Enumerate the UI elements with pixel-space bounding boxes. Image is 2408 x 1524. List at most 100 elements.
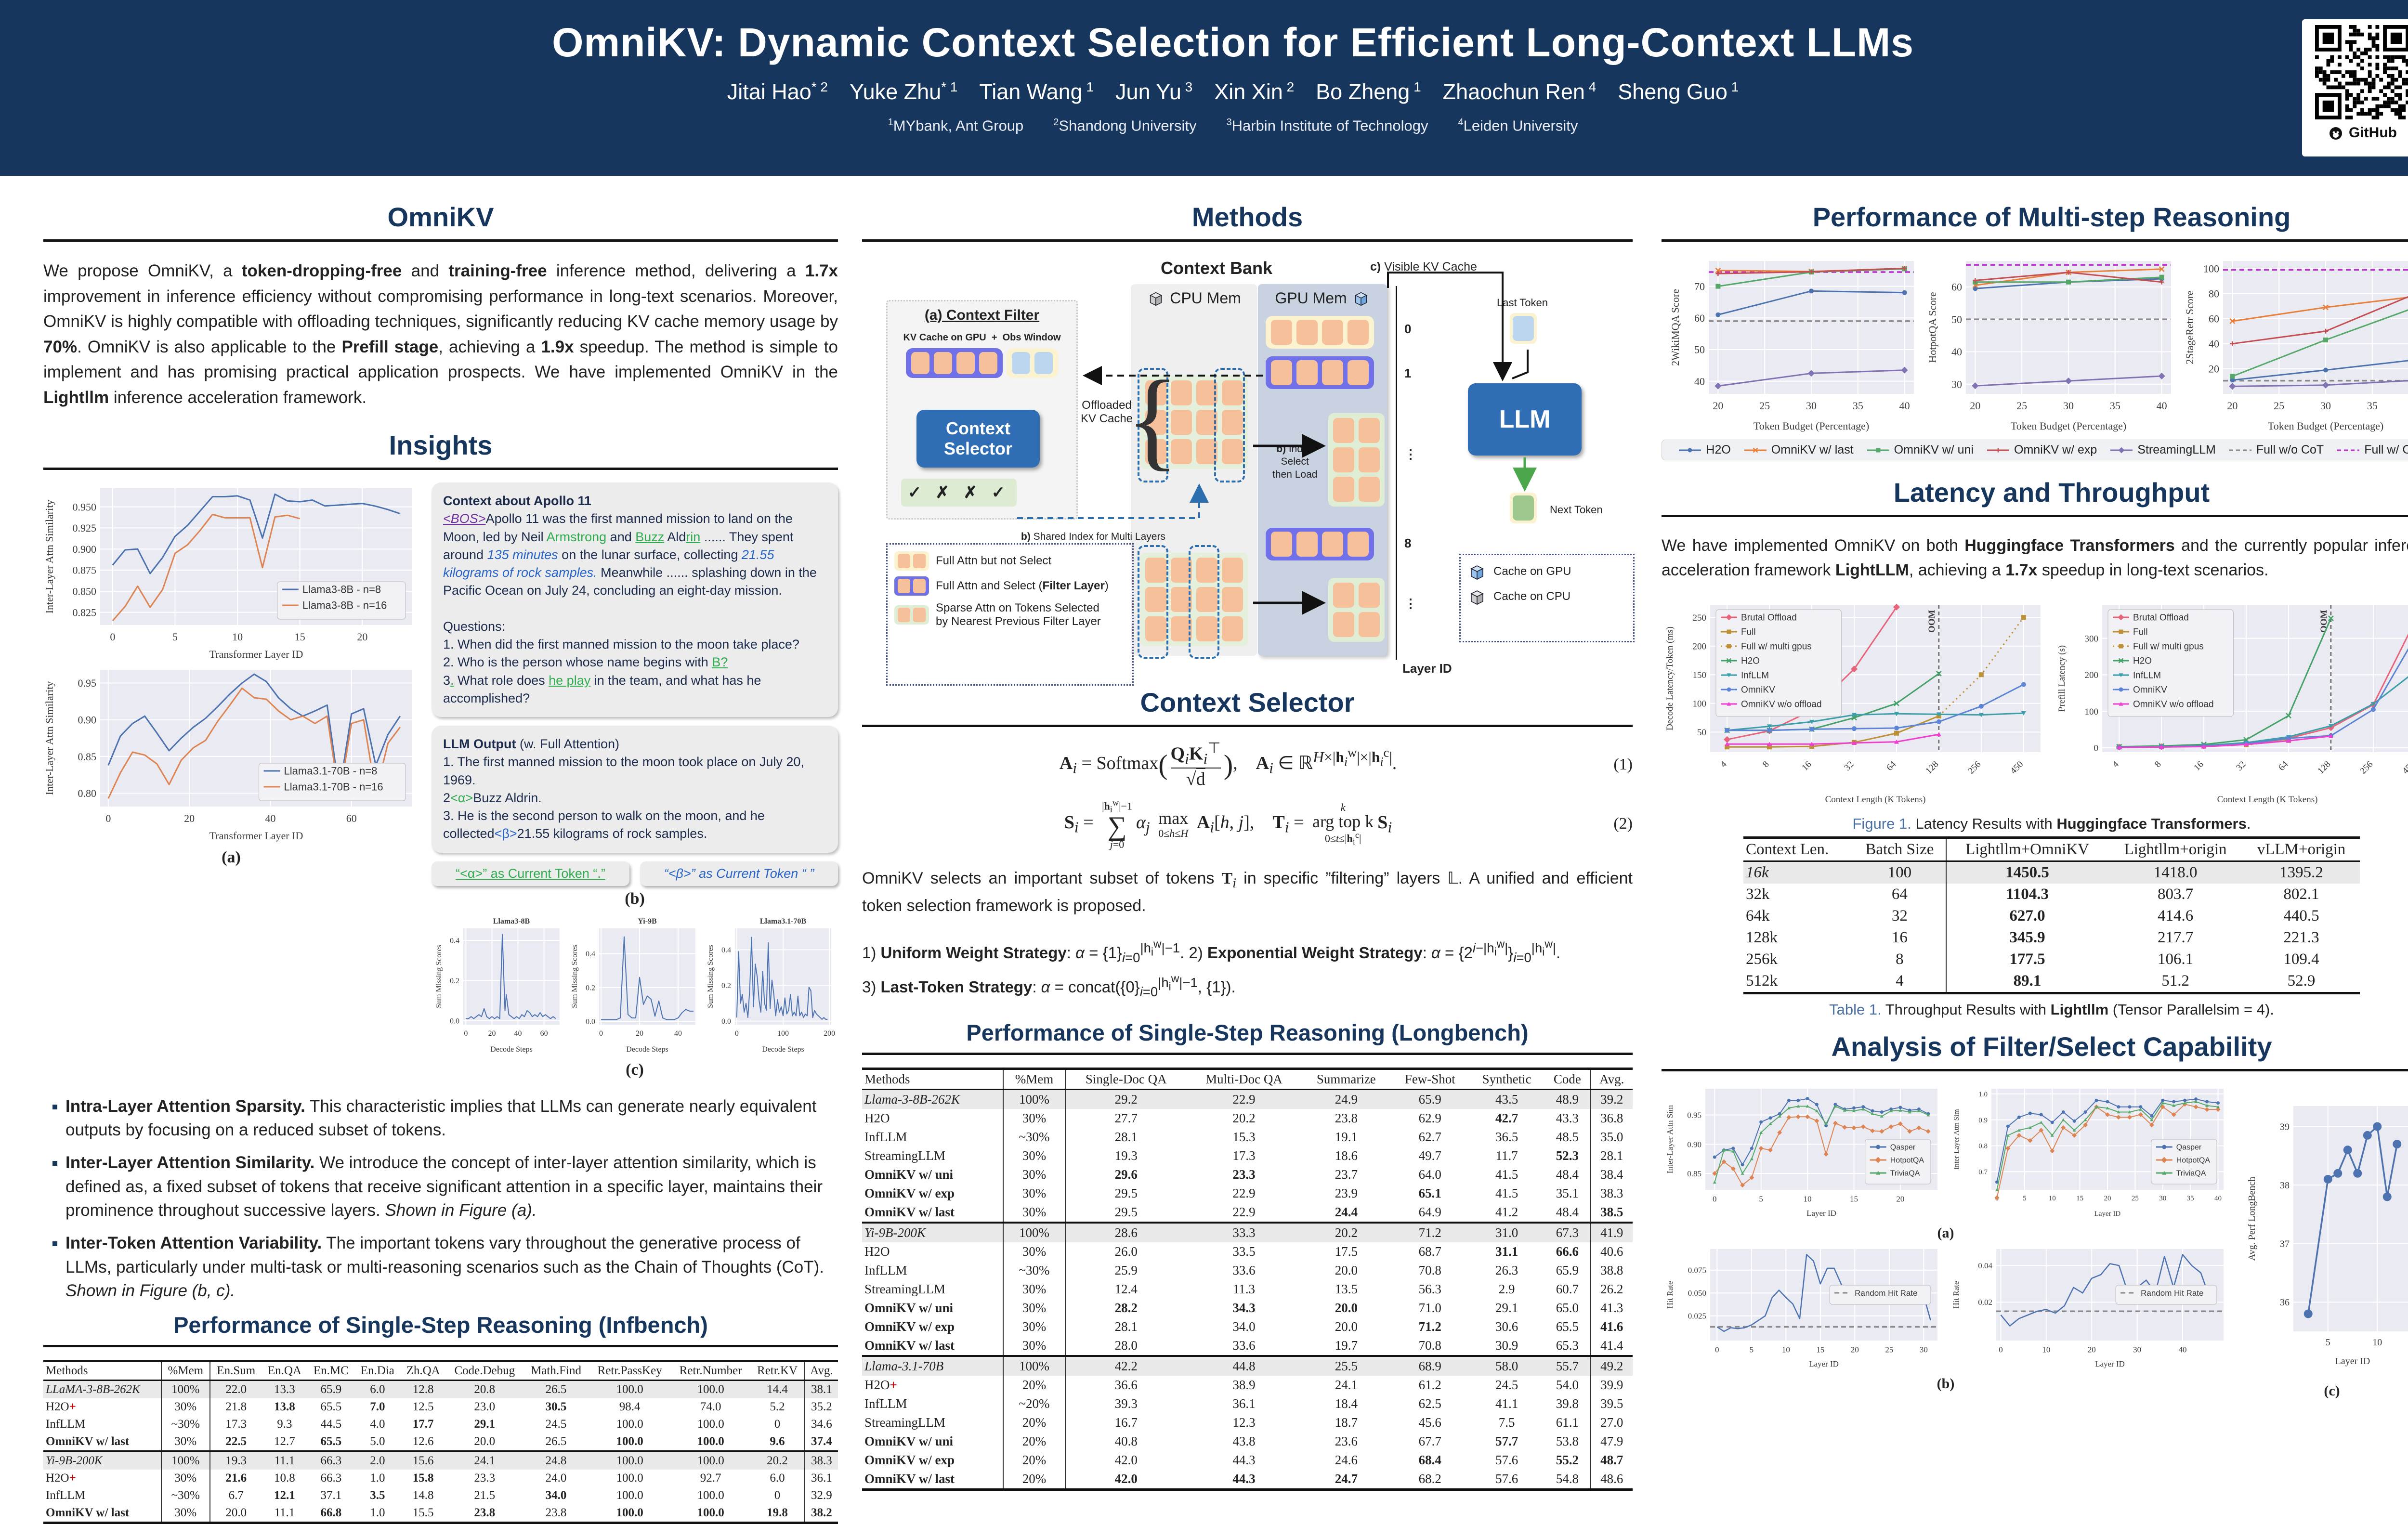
svg-text:20: 20 [1851,1345,1859,1355]
svg-text:H2O: H2O [1741,656,1760,666]
svg-text:5: 5 [1750,1345,1754,1355]
filter-a-caption: (a) [1937,1225,1954,1241]
equation-1: Ai = Softmax(QiKi⊤√d), Ai ∈ ℝH×|hiw|×|hi… [1059,740,1633,790]
svg-text:10: 10 [232,631,243,643]
offloaded-kv-grid-2 [1140,553,1248,646]
filter-b-caption: (b) [1937,1376,1955,1392]
svg-text:100: 100 [777,1029,789,1038]
svg-text:30: 30 [2159,1195,2166,1202]
svg-text:0.8: 0.8 [1978,1143,1988,1150]
svg-text:25: 25 [2016,400,2027,412]
svg-text:39: 39 [2280,1122,2290,1133]
shared-index-label: b) Shared Index for Multi Layers [1021,531,1165,542]
context-filter-title: (a) Context Filter [924,307,1040,323]
svg-text:5: 5 [172,631,178,643]
svg-text:Full w/ multi gpus: Full w/ multi gpus [2133,642,2204,652]
svg-text:5: 5 [1759,1195,1763,1204]
svg-text:OOM: OOM [2319,610,2329,633]
svg-text:0.9: 0.9 [1978,1117,1988,1124]
svg-text:Full: Full [2133,627,2148,638]
svg-text:8: 8 [1761,759,1771,770]
svg-text:20: 20 [636,1029,643,1038]
layer-axis [1396,286,1397,660]
svg-text:H2O: H2O [2133,656,2152,666]
weight-strategies: 1) Uniform Weight Strategy: α = {1}i=0|h… [862,937,1561,1000]
svg-text:Inter-Layer Attn Similarity: Inter-Layer Attn Similarity [43,500,55,614]
legend-item: Full w/o CoT [2229,443,2324,456]
svg-text:0: 0 [110,631,115,643]
svg-text:35: 35 [1853,400,1863,412]
svg-text:0.95: 0.95 [78,677,97,689]
cpu-cube-icon [1150,292,1163,306]
poster-title: OmniKV: Dynamic Context Selection for Ef… [552,20,1914,65]
svg-text:40: 40 [2209,338,2219,350]
svg-text:Decode Latency/Token (ms): Decode Latency/Token (ms) [1665,626,1675,730]
svg-text:0.825: 0.825 [73,606,97,618]
svg-text:Brutal Offload: Brutal Offload [2133,613,2189,623]
bullet-variability: Inter-Token Attention Variability. The i… [65,1231,838,1303]
svg-text:Layer ID: Layer ID [1809,1359,1839,1368]
section-title-infbench: Performance of Single-Step Reasoning (In… [173,1312,708,1338]
svg-text:Qasper: Qasper [1890,1144,1916,1152]
insights-bullets: Intra-Layer Attention Sparsity. This cha… [43,1094,838,1303]
gpu-cube-icon [1354,292,1367,306]
svg-text:40: 40 [2157,400,2167,412]
svg-text:Layer ID: Layer ID [2335,1356,2370,1367]
svg-text:Hit Rate: Hit Rate [1951,1281,1961,1308]
section-title-longbench: Performance of Single-Step Reasoning (Lo… [966,1019,1529,1045]
divider [1662,1069,2408,1071]
gpu-mem-label: GPU Mem [1275,289,1347,307]
svg-text:0.2: 0.2 [450,977,459,985]
svg-text:32: 32 [1842,759,1856,773]
legend-yellow-tokens [894,551,929,571]
svg-text:Inter-Layer Attn Similarity: Inter-Layer Attn Similarity [43,681,55,795]
svg-text:InfLLM: InfLLM [1741,671,1769,681]
svg-text:0.90: 0.90 [1687,1140,1701,1149]
legend-2-label: Full Attn and Select (Filter Layer) [936,579,1109,592]
svg-text:5: 5 [2023,1195,2027,1202]
svg-text:Decode Steps: Decode Steps [626,1045,668,1054]
svg-text:15: 15 [2076,1195,2083,1202]
svg-text:20: 20 [1896,1195,1904,1204]
cpu-mem-label: CPU Mem [1170,289,1241,307]
svg-text:2StageRetr Score: 2StageRetr Score [2184,290,2196,364]
alpha-token-pill: “<α>” as Current Token “.” [432,861,629,886]
next-token-label: Next Token [1550,504,1603,516]
svg-text:Brutal Offload: Brutal Offload [1741,613,1797,623]
svg-text:0: 0 [599,1029,603,1038]
offloaded-kv-grid-1 [1140,376,1248,469]
table1-caption: Table 1. Throughput Results with Lightll… [1829,1001,2274,1018]
poster-banner: OmniKV: Dynamic Context Selection for Ef… [0,0,2408,176]
svg-text:60: 60 [2209,313,2219,325]
figure-c-caption: (c) [626,1060,644,1079]
token-legend: Full Attn but not Select Full Attn and S… [886,543,1134,686]
svg-text:20: 20 [2104,1195,2111,1202]
svg-text:0: 0 [2094,743,2099,754]
svg-text:1.0: 1.0 [1978,1091,1988,1098]
gpu-sparse-grid-1 [1328,413,1385,507]
svg-text:0.7: 0.7 [1978,1169,1988,1176]
svg-text:40: 40 [1694,375,1705,387]
svg-text:0: 0 [1999,1345,2003,1355]
figure1-caption: Figure 1. Latency Results with Huggingfa… [1852,815,2251,832]
gpu-row-layer0 [1266,316,1374,349]
svg-text:5: 5 [2326,1337,2330,1348]
